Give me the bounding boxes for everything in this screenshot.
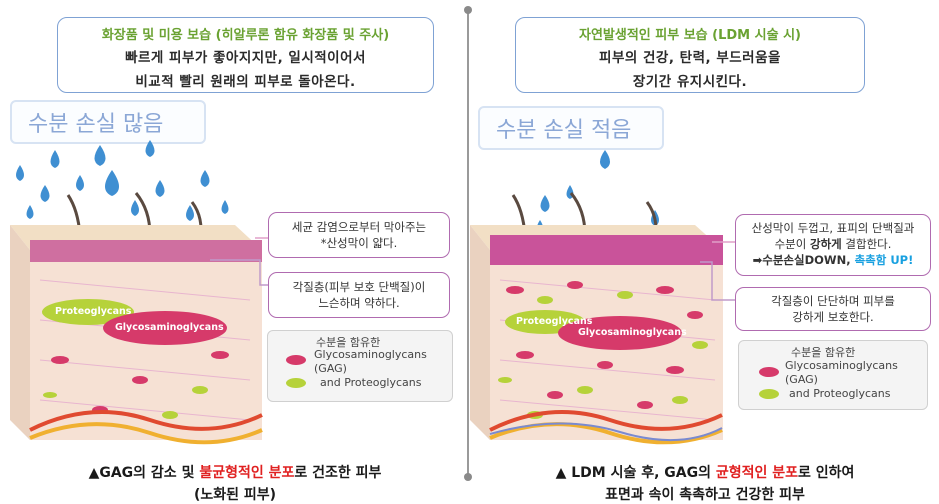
right-callout1-line3: ➡수분손실DOWN, 촉촉함 UP! xyxy=(736,252,930,268)
right-caption-line1: ▲ LDM 시술 후, GAG의 균형적인 분포로 인하여 xyxy=(480,462,930,482)
right-legend-item1a: Glycosaminoglycans xyxy=(785,359,898,372)
right-caption-line2: 표면과 속이 촉촉하고 건강한 피부 xyxy=(480,484,930,504)
right-callout-stratum: 각질층이 단단하며 피부를 강하게 보호한다. xyxy=(735,287,931,331)
right-callout1-line2-pre: 수분이 xyxy=(775,237,810,251)
right-callout1-line3-pre: ➡수분손실DOWN, xyxy=(753,253,855,267)
right-caption-pre: ▲ LDM 시술 후, GAG의 xyxy=(556,465,716,481)
right-callout1-line3-emphasis: 촉촉함 UP! xyxy=(855,253,914,267)
right-callout2-line1: 각질층이 단단하며 피부를 xyxy=(736,293,930,309)
right-legend-pink-swatch xyxy=(759,367,779,377)
right-legend-green-swatch xyxy=(759,389,779,399)
right-callout1-line2-post: 결합한다. xyxy=(842,237,892,251)
right-legend-title: 수분을 함유한 xyxy=(791,344,855,360)
right-caption-post: 로 인하여 xyxy=(798,465,854,481)
right-caption: ▲ LDM 시술 후, GAG의 균형적인 분포로 인하여 표면과 속이 촉촉하… xyxy=(480,462,930,504)
right-callout1-line2: 수분이 강하게 결합한다. xyxy=(736,236,930,252)
right-legend-item2: and Proteoglycans xyxy=(789,387,891,400)
right-callout1-line2-bold: 강하게 xyxy=(810,237,842,251)
right-callout-acid-mantle: 산성막이 두껍고, 표피의 단백질과 수분이 강하게 결합한다. ➡수분손실DO… xyxy=(735,214,931,276)
right-callout2-line2: 강하게 보호한다. xyxy=(736,309,930,325)
right-caption-emphasis: 균형적인 분포 xyxy=(716,465,798,481)
right-legend: 수분을 함유한 Glycosaminoglycans (GAG) and Pro… xyxy=(738,340,928,410)
right-legend-item1b: (GAG) xyxy=(785,373,818,386)
right-callout1-line1: 산성막이 두껍고, 표피의 단백질과 xyxy=(736,220,930,236)
